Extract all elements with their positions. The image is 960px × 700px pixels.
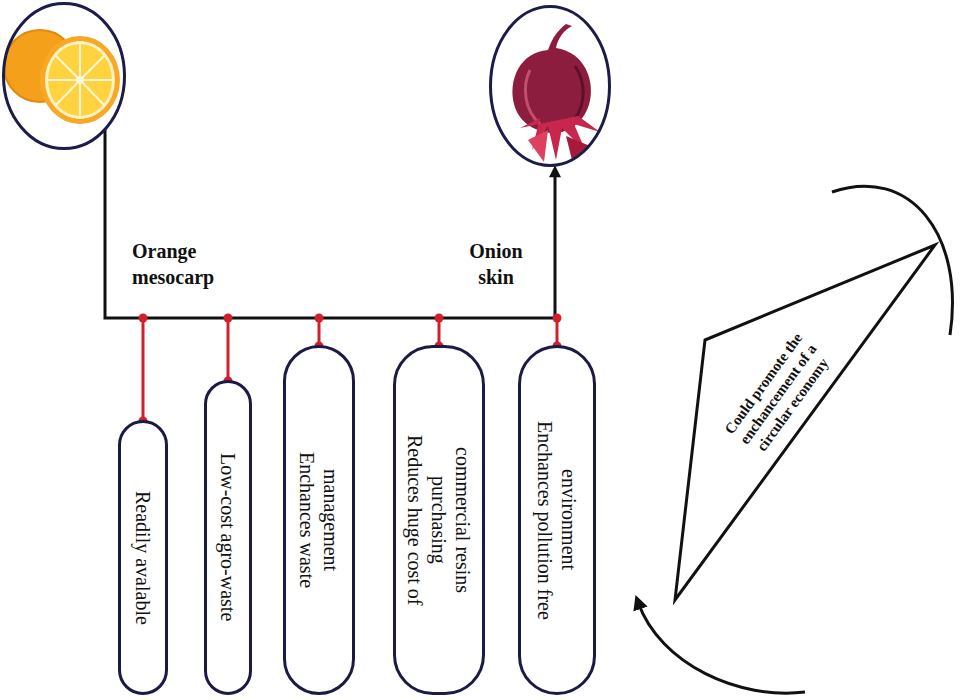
bracket-connector xyxy=(105,129,561,318)
benefit-pill: Reduces huge cost of purchasing commerci… xyxy=(393,345,485,695)
red-stem xyxy=(139,314,148,426)
circle-outline xyxy=(489,5,611,167)
cycle-arrow xyxy=(638,602,805,693)
onion-picture xyxy=(488,5,613,170)
benefit-text: Enchances pollution free environment xyxy=(533,420,581,620)
benefit-text: Low-cost agro-waste xyxy=(216,398,240,678)
orange-circle: Orange mesocarp xyxy=(2,2,126,150)
source-label: Orange mesocarp xyxy=(132,238,232,290)
benefit-pill: Enchances pollution free environment xyxy=(518,345,596,695)
red-stem xyxy=(224,314,233,386)
benefit-pill: Low-cost agro-waste xyxy=(204,380,252,695)
benefit-text: Readily avalable xyxy=(131,438,155,678)
source-label: Onion skin xyxy=(460,238,532,290)
economy-triangle: Could promote the enchancement of a circ… xyxy=(665,238,950,610)
benefit-text: Enchances waste management xyxy=(295,405,343,635)
orange-picture xyxy=(0,0,130,155)
onion-circle: Onion skin xyxy=(489,5,611,167)
benefit-pill: Enchances waste management xyxy=(283,345,355,695)
triangle-outline xyxy=(665,238,950,610)
circle-outline xyxy=(2,2,126,150)
benefit-text: Reduces huge cost of purchasing commerci… xyxy=(403,429,475,611)
benefit-pill: Readily avalable xyxy=(118,420,168,695)
